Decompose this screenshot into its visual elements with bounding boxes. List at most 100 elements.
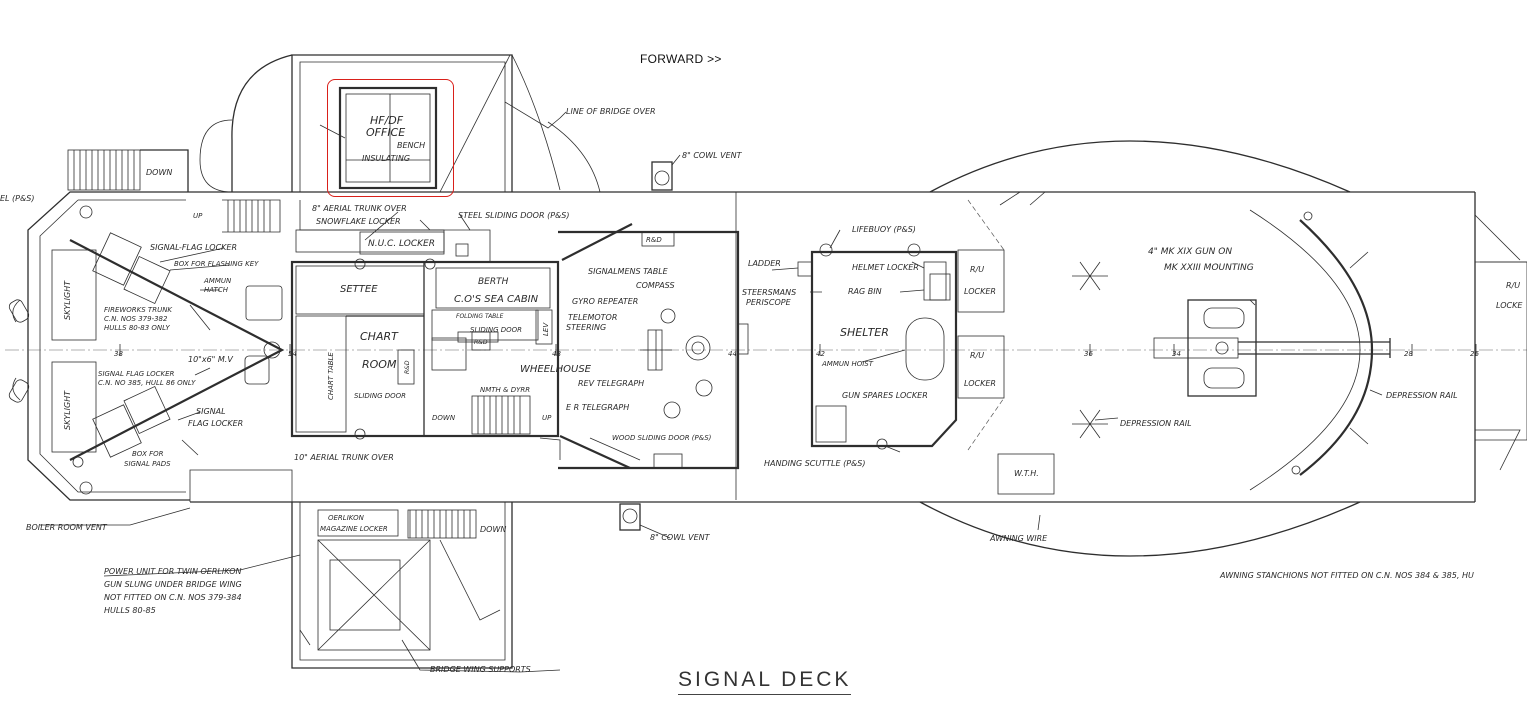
label-sig-flag-locker-2: SIGNAL FLAG LOCKER [98,370,175,378]
chart-room-block [290,200,560,440]
label-insulating: INSULATING [362,154,410,163]
label-fireworks-2: C.N. NOS 379-382 [104,315,168,323]
label-bridge-wing-supports: BRIDGE WING SUPPORTS [430,665,531,674]
forward-deck-fittings [8,199,293,502]
frame-ticks [119,344,1477,356]
label-gun-spares-locker: GUN SPARES LOCKER [842,391,928,400]
label-co-sea-cabin: C.O'S SEA CABIN [454,294,539,305]
label-gyro-repeater: GYRO REPEATER [572,297,638,306]
label-signal-2: FLAG LOCKER [188,419,243,428]
label-sliding-door-chart: SLIDING DOOR [354,392,406,400]
label-signalmens-table: SIGNALMENS TABLE [588,267,669,276]
frame-44: 44 [728,350,737,358]
diagram-labels: HF/DF OFFICE BENCH INSULATING LINE OF BR… [0,107,1523,674]
ru-lockers [957,199,1005,451]
label-steel-sliding-door: STEEL SLIDING DOOR (P&S) [458,211,569,220]
forward-direction-label: FORWARD >> [640,52,722,66]
label-down-chart: DOWN [432,414,456,422]
label-box-signal-pads-2: SIGNAL PADS [124,460,171,468]
label-steersmans-2: PERISCOPE [746,298,792,307]
label-box-signal-pads-1: BOX FOR [132,450,164,458]
lower-bridge-wing [291,502,513,669]
label-snowflake-locker: SNOWFLAKE LOCKER [316,217,401,226]
frame-54: 54 [288,350,297,358]
label-ru-top-2: LOCKER [964,287,996,296]
label-cowl-vent-top: 8" COWL VENT [682,151,743,160]
frame-34: 34 [1172,350,1181,358]
label-lamp-ps: EL (P&S) [0,194,34,203]
label-box-flashing: BOX FOR FLASHING KEY [174,260,259,268]
label-chart-room-1: CHART [360,330,399,343]
label-helmet-locker: HELMET LOCKER [852,263,919,272]
leader-lines [40,101,1383,673]
label-nmth-dyrr: NMTH & DYRR [480,386,530,394]
label-ladder: LADDER [748,259,781,268]
cowl-vents [619,161,673,531]
label-awning-stanchions: AWNING STANCHIONS NOT FITTED ON C.N. NOS… [1219,571,1474,580]
label-oerlikon-1: OERLIKON [328,514,365,522]
label-ru-right-2: LOCKE [1496,301,1523,310]
frame-38: 38 [114,350,123,358]
label-awning-wire: AWNING WIRE [989,534,1048,543]
label-signal-flag-locker-top: SIGNAL-FLAG LOCKER [150,243,237,252]
label-rd-1: R&D [646,236,662,244]
label-sliding-door-cabin: SLIDING DOOR [470,326,522,334]
label-sig-flag-locker-3: C.N. NO 385, HULL 86 ONLY [98,379,196,387]
hull-outline [27,191,1527,503]
gun-deck [919,140,1527,557]
label-down-top: DOWN [146,168,172,177]
highlight-box-hfdf-office [327,79,454,197]
label-hfdf-office-1: HF/DF [370,114,404,127]
label-ru-bot-2: LOCKER [964,379,996,388]
label-gun-2: MK XXIII MOUNTING [1164,263,1254,273]
label-rd-3: R&D [404,360,411,374]
frame-28: 28 [1404,350,1413,358]
label-ru-bot-1: R/U [970,351,984,360]
label-depression-rail-2: DEPRESSION RAIL [1120,419,1192,428]
label-skylight-top: SKYLIGHT [63,280,72,320]
label-line-of-bridge: LINE OF BRIDGE OVER [566,107,656,116]
label-power-1: POWER UNIT FOR TWIN OERLIKON [104,567,242,576]
label-wood-sliding-door: WOOD SLIDING DOOR (P&S) [612,434,712,442]
label-wth: W.T.H. [1014,469,1039,478]
label-ammun-hoist: AMMUN HOIST [821,360,874,368]
label-folding-table: FOLDING TABLE [456,313,504,320]
label-chart-room-2: ROOM [362,358,397,371]
label-depression-rail-1: DEPRESSION RAIL [1386,391,1458,400]
label-telemotor-2: STEERING [566,323,606,332]
label-compass: COMPASS [636,281,675,290]
label-rag-bin: RAG BIN [848,287,882,296]
frame-26: 26 [1470,350,1479,358]
frame-36: 36 [1084,350,1093,358]
label-lifebuoy: LIFEBUOY (P&S) [852,225,916,234]
label-fireworks-1: FIREWORKS TRUNK [104,306,173,314]
label-power-4: HULLS 80-85 [104,606,156,615]
label-up-wheel: UP [542,414,552,422]
label-er-telegraph: E R TELEGRAPH [566,403,629,412]
label-chart-table: CHART TABLE [327,352,335,400]
label-handing-scuttle: HANDING SCUTTLE (P&S) [764,459,865,468]
label-telemotor-1: TELEMOTOR [568,313,617,322]
label-ammun-hatch-2: HATCH [204,286,229,294]
label-wheelhouse: WHEELHOUSE [520,364,592,375]
label-up-top: UP [193,212,203,220]
shelter-block [797,243,958,450]
label-down-bottom: DOWN [480,525,506,534]
frame-48: 48 [552,350,561,358]
label-bench: BENCH [397,141,425,150]
frame-42: 42 [816,350,825,358]
label-hfdf-office-2: OFFICE [366,126,405,139]
label-ammun-hatch-1: AMMUN [203,277,232,285]
label-settee: SETTEE [340,284,378,295]
label-aerial-trunk-top: 8" AERIAL TRUNK OVER [312,204,407,213]
label-steersmans-1: STEERSMANS [742,288,796,297]
label-fireworks-3: HULLS 80-83 ONLY [104,324,170,332]
label-signal-1: SIGNAL [196,407,226,416]
label-shelter: SHELTER [840,326,889,339]
label-nuc-locker: N.U.C. LOCKER [368,239,435,249]
label-mv: 10"x6" M.V [188,355,233,364]
label-rev-telegraph: REV TELEGRAPH [578,379,644,388]
label-skylight-bottom: SKYLIGHT [63,390,72,430]
label-ru-right-1: R/U [1506,281,1520,290]
